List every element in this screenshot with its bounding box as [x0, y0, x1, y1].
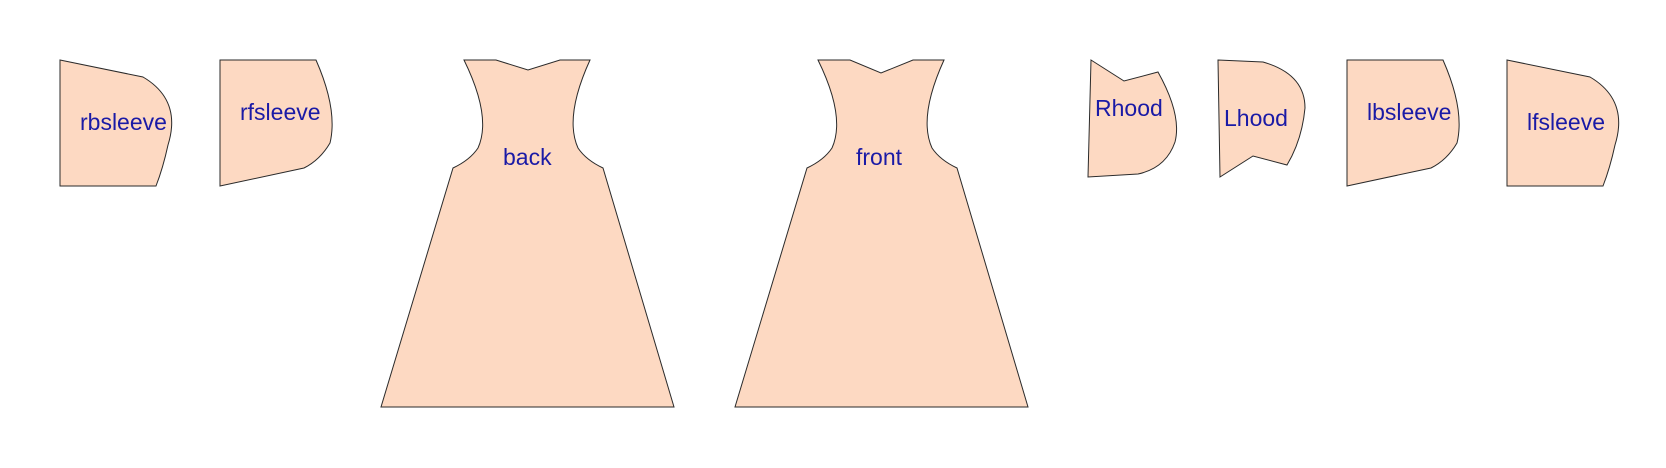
lfsleeve-outline — [1506, 59, 1620, 187]
piece-lbsleeve: lbsleeve — [1346, 59, 1460, 187]
lhood-outline — [1217, 59, 1306, 178]
rhood-outline — [1087, 59, 1178, 178]
lfsleeve-label: lfsleeve — [1527, 109, 1605, 135]
rfsleeve-outline — [219, 59, 333, 187]
rfsleeve-label: rfsleeve — [240, 99, 321, 125]
piece-back: back — [380, 59, 675, 408]
rbsleeve-outline — [59, 59, 173, 187]
lhood-label: Lhood — [1224, 105, 1288, 131]
piece-front: front — [734, 59, 1029, 408]
piece-lfsleeve: lfsleeve — [1506, 59, 1620, 187]
piece-rfsleeve: rfsleeve — [219, 59, 333, 187]
back-outline — [380, 59, 675, 408]
rhood-label: Rhood — [1095, 95, 1163, 121]
front-label: front — [856, 144, 903, 170]
piece-lhood: Lhood — [1217, 59, 1306, 178]
lbsleeve-outline — [1346, 59, 1460, 187]
lbsleeve-label: lbsleeve — [1367, 99, 1451, 125]
front-outline — [734, 59, 1029, 408]
piece-rhood: Rhood — [1087, 59, 1178, 178]
rbsleeve-label: rbsleeve — [80, 109, 167, 135]
back-label: back — [503, 144, 552, 170]
piece-rbsleeve: rbsleeve — [59, 59, 173, 187]
